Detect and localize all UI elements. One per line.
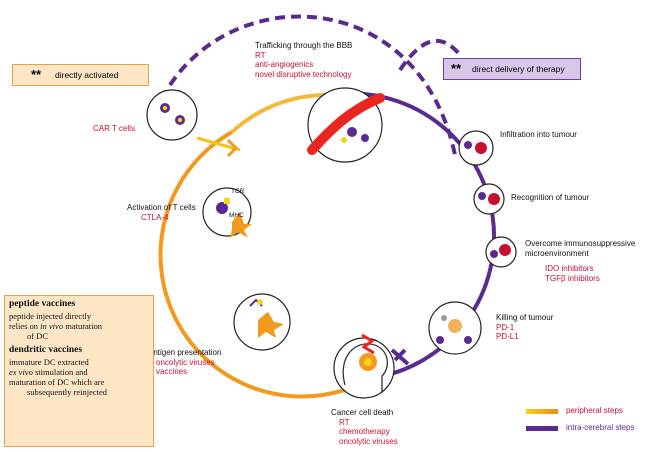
immunosuppressive-item: TGFβ inhibitors bbox=[545, 273, 600, 283]
tcell-icon bbox=[464, 141, 472, 149]
car-t-circle bbox=[146, 89, 198, 141]
peptide-line: relies on in vivo maturation bbox=[9, 321, 149, 331]
intracerebral-arc bbox=[329, 91, 497, 380]
tcr-icon bbox=[224, 198, 230, 204]
legend-intracerebral-swatch bbox=[526, 426, 558, 431]
tumour-cell-icon bbox=[488, 193, 500, 205]
cell-death-item: oncolytic viruses bbox=[339, 436, 398, 446]
tcell-icon bbox=[490, 250, 498, 258]
dashed-arc-direct-delivery bbox=[398, 38, 462, 72]
peptide-vaccines-title: peptide vaccines bbox=[9, 299, 76, 309]
trafficking-title: Trafficking through the BBB bbox=[255, 41, 353, 50]
mhc-label: MHC bbox=[229, 212, 244, 219]
killing-label: Killing of tumour PD-1 PD-L1 bbox=[496, 313, 553, 342]
peripheral-arc-top bbox=[230, 92, 331, 134]
peptide-line-italic: in vivo bbox=[40, 321, 64, 331]
immunosuppressive-label: Overcome immunosuppressive microenvironm… bbox=[525, 239, 635, 258]
activation-label: Activation of T cells CTLA-4 bbox=[127, 203, 196, 222]
dendritic-cell-icon bbox=[230, 212, 252, 238]
immunosuppressive-item: IDO inhibitors bbox=[545, 264, 594, 273]
car-t-label: CAR T cells bbox=[93, 124, 135, 133]
stars-label: ** bbox=[451, 61, 462, 76]
direct-delivery-box: ** direct delivery of therapy bbox=[443, 58, 581, 80]
tcell-icon bbox=[216, 202, 228, 214]
dendritic-line: maturation of DC which are bbox=[9, 377, 105, 387]
antigen-label: Antigen presentation oncolytic viruses v… bbox=[148, 348, 221, 377]
killing-title: Killing of tumour bbox=[496, 313, 554, 322]
trafficking-item: novel disruptive technology bbox=[255, 69, 352, 79]
peripheral-arc bbox=[158, 130, 373, 399]
tcell-icon bbox=[464, 336, 472, 344]
antigen-icon bbox=[341, 137, 347, 143]
recognition-label: Recognition of tumour bbox=[511, 193, 590, 202]
antigen-item: vaccines bbox=[156, 367, 188, 376]
radiation-bolt-icon bbox=[361, 333, 375, 355]
dendritic-line-italic: ex vivo bbox=[9, 367, 33, 377]
pd1-blocker-icon bbox=[390, 348, 410, 366]
directly-activated-label: directly activated bbox=[55, 70, 119, 80]
dendritic-line: ex vivo stimulation and bbox=[9, 367, 149, 377]
tumour-icon bbox=[364, 358, 372, 366]
trafficking-item: anti-angiogenics bbox=[255, 60, 314, 69]
car-t-core-icon bbox=[177, 117, 183, 123]
antigen-title: Antigen presentation bbox=[148, 348, 222, 357]
tcell-icon bbox=[436, 336, 444, 344]
activation-item: CTLA-4 bbox=[141, 212, 169, 222]
tcell-icon bbox=[347, 127, 357, 137]
tumour-cell-icon bbox=[475, 142, 487, 154]
antigen-icon bbox=[257, 299, 263, 305]
car-t-receptor-icon bbox=[226, 138, 239, 158]
legend-peripheral-swatch bbox=[526, 409, 558, 414]
trafficking-item: RT bbox=[255, 50, 266, 60]
car-t-connector bbox=[196, 136, 241, 152]
blood-vessel-icon bbox=[307, 93, 385, 155]
cell-death-title: Cancer cell death bbox=[331, 408, 394, 417]
peptide-line-part: relies on bbox=[9, 321, 41, 331]
car-t-core-icon bbox=[162, 105, 168, 111]
peptide-line: peptide injected directly bbox=[9, 311, 92, 321]
peptide-line: of DC bbox=[27, 331, 49, 341]
tumour-cell-icon bbox=[448, 319, 462, 333]
immunosuppressive-title: microenvironment bbox=[525, 248, 589, 258]
legend-intracerebral-label: intra-cerebral steps bbox=[566, 423, 635, 432]
activation-title: Activation of T cells bbox=[127, 203, 196, 212]
stars-label: ** bbox=[31, 67, 42, 82]
killing-item: PD-1 bbox=[496, 322, 515, 332]
dendritic-line: subsequently reinjected bbox=[27, 387, 108, 397]
tcell-icon bbox=[478, 192, 486, 200]
legend-peripheral-label: peripheral steps bbox=[566, 406, 623, 415]
cell-death-item: RT bbox=[339, 417, 350, 427]
dendritic-line: immature DC extracted bbox=[9, 357, 89, 367]
vaccines-box: peptide vaccines peptide injected direct… bbox=[4, 295, 154, 447]
antigen-item: oncolytic viruses bbox=[156, 357, 215, 367]
dendritic-vaccines-title: dendritic vaccines bbox=[9, 345, 83, 355]
trafficking-label: Trafficking through the BBB RT anti-angi… bbox=[255, 41, 352, 79]
dc-icon bbox=[258, 312, 284, 338]
immunosuppressive-items: IDO inhibitors TGFβ inhibitors bbox=[545, 264, 600, 283]
killing-item: PD-L1 bbox=[496, 332, 519, 341]
dendritic-line-part: stimulation and bbox=[32, 367, 88, 377]
tcell-icon bbox=[361, 134, 369, 142]
peptide-line-part: maturation bbox=[63, 321, 103, 331]
infiltration-label: Infiltration into tumour bbox=[500, 130, 577, 139]
immunosuppressive-title: Overcome immunosuppressive bbox=[525, 239, 636, 248]
tumour-cell-icon bbox=[499, 244, 511, 256]
debris-icon bbox=[441, 315, 447, 321]
dashed-arc-direct-activation bbox=[168, 14, 457, 156]
cell-death-item: chemotherapy bbox=[339, 427, 390, 436]
direct-delivery-label: direct delivery of therapy bbox=[472, 64, 565, 74]
directly-activated-box: ** directly activated bbox=[12, 64, 149, 86]
cell-death-label: Cancer cell death RT chemotherapy oncoly… bbox=[331, 408, 398, 446]
tcr-label: TCR bbox=[231, 188, 245, 195]
